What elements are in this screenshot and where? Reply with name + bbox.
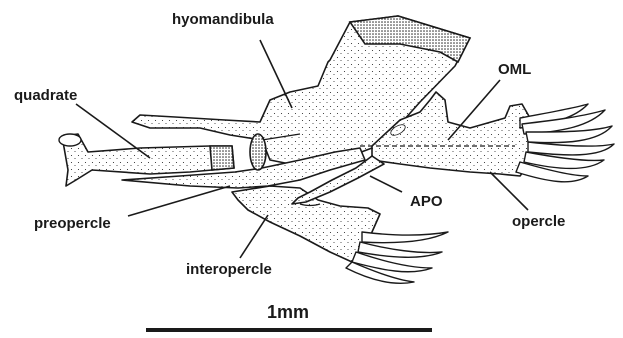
label-oml: OML: [498, 61, 531, 78]
leader-preopercle: [128, 186, 230, 216]
label-interopercle: interopercle: [186, 261, 272, 278]
leader-apo: [370, 176, 402, 192]
interopercle-rays: [346, 232, 448, 283]
leader-opercle: [490, 172, 528, 210]
scale-bar-label: 1mm: [267, 302, 309, 322]
label-preopercle: preopercle: [34, 215, 111, 232]
label-apo: APO: [410, 193, 443, 210]
label-quadrate: quadrate: [14, 87, 77, 104]
leader-interopercle: [240, 215, 268, 258]
opercle-rays: [516, 104, 614, 182]
label-opercle: opercle: [512, 213, 565, 230]
label-hyomandibula: hyomandibula: [172, 11, 274, 28]
